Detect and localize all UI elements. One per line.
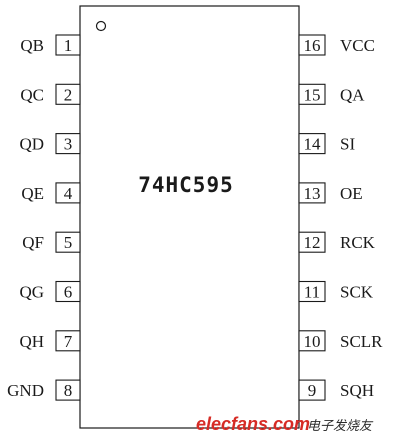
pin1-marker-dot [95, 20, 107, 32]
left-pin-label: GND [7, 381, 44, 400]
right-pin-box-10 [298, 330, 326, 352]
left-pin-box-6 [55, 280, 81, 303]
left-pin-box-8 [55, 379, 81, 401]
right-pin-number: 9 [308, 381, 317, 400]
left-pin-number: 1 [64, 36, 73, 55]
right-pin-box-11 [298, 280, 326, 303]
right-pin-number: 13 [304, 184, 321, 203]
right-pin-group: 16 VCC 15 QA 14 SI 13 OE 12 RCK 11 SCK 10 SCLR 9 SQH [298, 34, 383, 401]
right-pin-number: 14 [304, 135, 322, 154]
right-pin-number: 10 [304, 332, 321, 351]
right-pin-box-15 [298, 83, 326, 105]
watermark-cn: 电子发烧友 [307, 419, 374, 434]
left-pin-box-2 [55, 83, 81, 105]
right-pin-box-16 [298, 34, 326, 56]
right-pin-label: SQH [340, 381, 374, 400]
left-pin-number: 3 [64, 135, 73, 154]
left-pin-box-3 [55, 133, 81, 155]
right-pin-box-14 [298, 133, 326, 155]
right-pin-box-13 [298, 182, 326, 204]
left-pin-label: QH [19, 332, 44, 351]
right-pin-number: 15 [304, 85, 321, 104]
left-pin-number: 8 [64, 381, 73, 400]
right-pin-label: RCK [340, 233, 376, 252]
left-pin-box-4 [55, 182, 81, 204]
left-pin-number: 4 [64, 184, 73, 203]
right-pin-label: VCC [340, 36, 375, 55]
right-pin-label: OE [340, 184, 363, 203]
left-pin-box-7 [55, 330, 81, 352]
right-pin-box-12 [298, 231, 326, 253]
left-pin-number: 5 [64, 233, 73, 252]
right-pin-label: QA [340, 85, 365, 104]
left-pin-label: QC [20, 85, 44, 104]
left-pin-label: QG [19, 283, 44, 302]
left-pin-group: 1 QB 2 QC 3 QD 4 QE 5 QF 6 QG 7 QH 8 GND [7, 34, 81, 401]
right-pin-box-9 [298, 379, 326, 401]
right-pin-label: SCLR [340, 332, 383, 351]
left-pin-box-5 [55, 231, 81, 253]
right-pin-label: SCK [340, 283, 374, 302]
chip-body [79, 5, 300, 429]
chip-title: 74HC595 [138, 173, 234, 197]
watermark-site: elecfans.com [196, 414, 310, 434]
left-pin-label: QE [21, 184, 44, 203]
right-pin-number: 12 [304, 233, 321, 252]
left-pin-label: QD [19, 135, 44, 154]
left-pin-number: 6 [64, 283, 73, 302]
right-pin-label: SI [340, 135, 355, 154]
left-pin-label: QB [20, 36, 44, 55]
left-pin-label: QF [22, 233, 44, 252]
left-pin-number: 7 [64, 332, 73, 351]
right-pin-number: 11 [304, 283, 320, 302]
right-pin-number: 16 [304, 36, 321, 55]
left-pin-number: 2 [64, 85, 73, 104]
left-pin-box-1 [55, 34, 81, 56]
